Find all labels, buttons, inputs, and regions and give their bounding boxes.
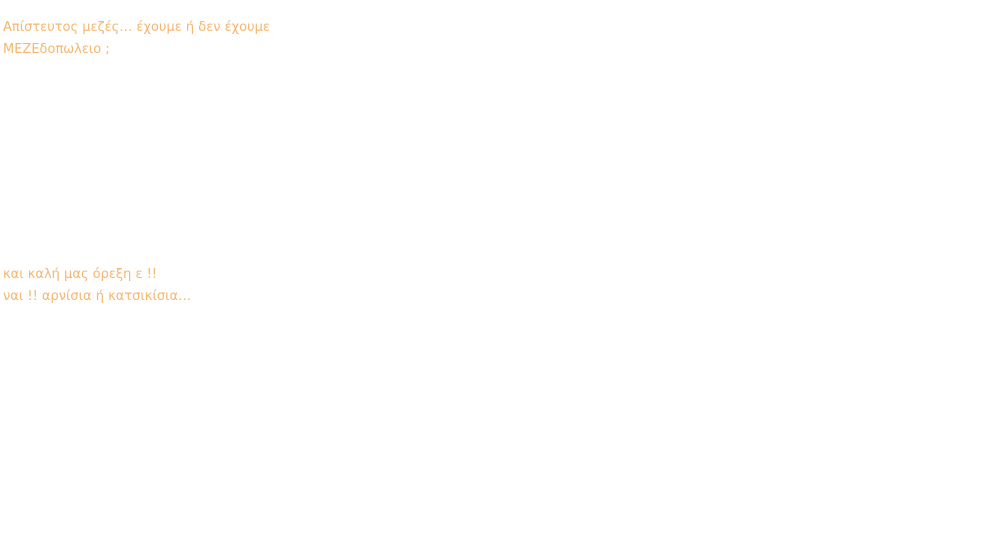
intro-line-1: Απίστευτος μεζές… έχουμε ή δεν έχουμε [3,20,270,35]
closing-line-1: και καλή μας όρεξη ε !! [3,267,158,282]
closing-line-2: ναι !! αρνίσια ή κατσικίσια… [3,289,192,304]
intro-line-2: ΜΕΖΕδοπωλειο ; [3,42,110,57]
intro-text-block: Απίστευτος μεζές… έχουμε ή δεν έχουμε ΜΕ… [3,17,270,61]
closing-text-block: και καλή μας όρεξη ε !! ναι !! αρνίσια ή… [3,264,191,308]
